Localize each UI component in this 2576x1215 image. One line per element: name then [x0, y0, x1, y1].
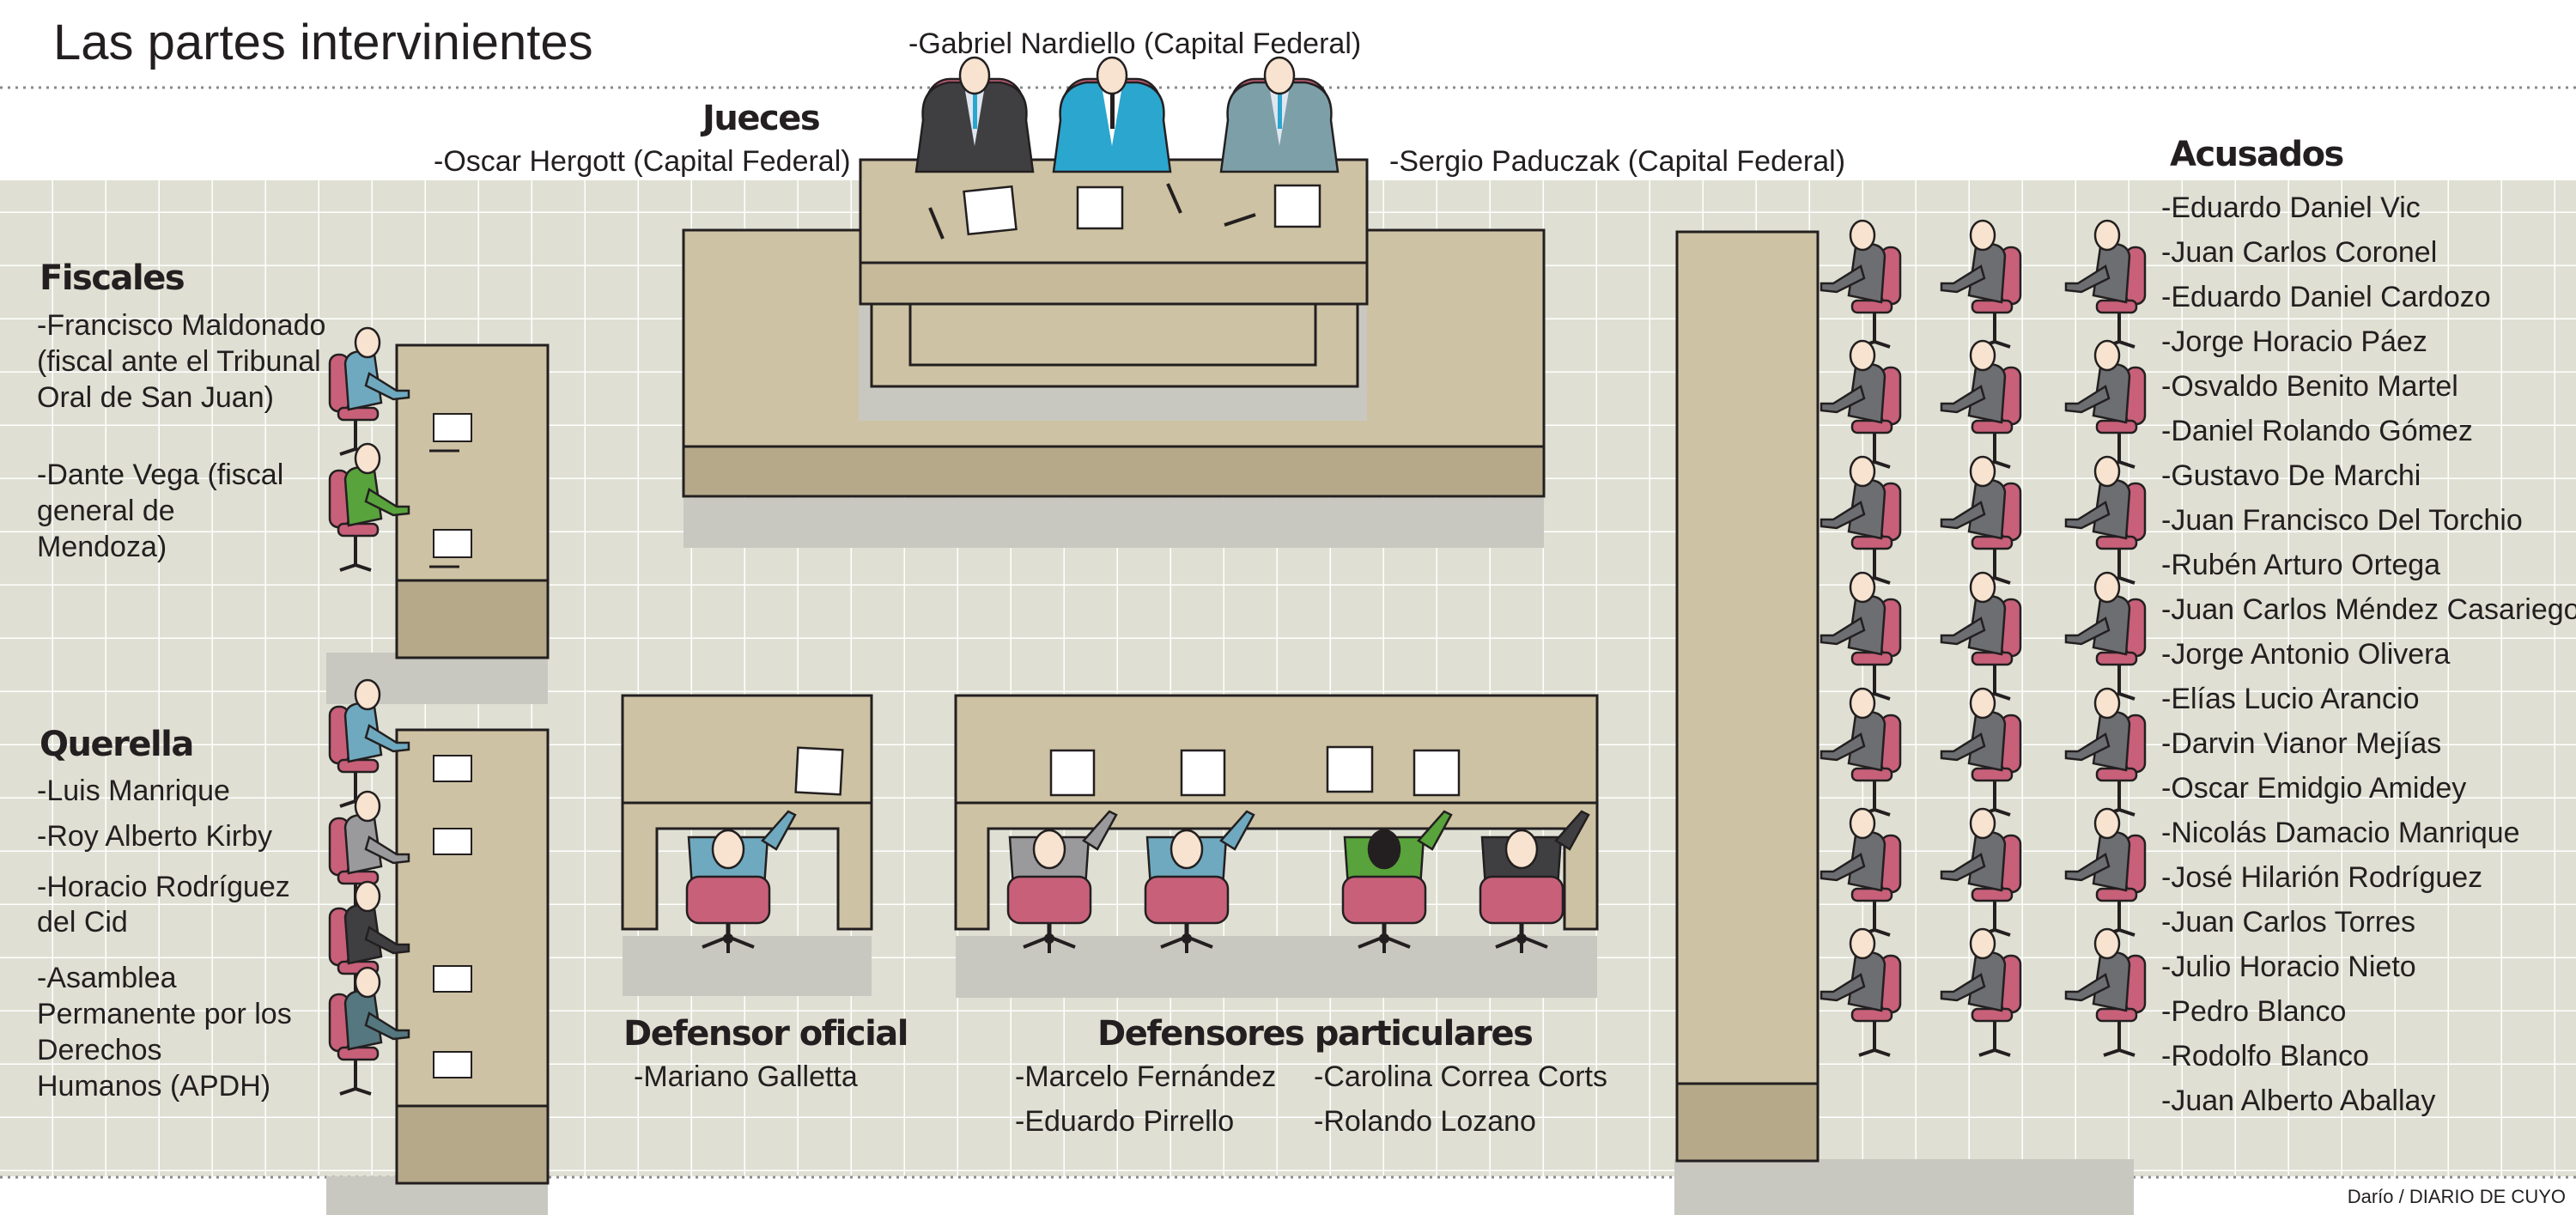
- prosecutor-line: Mendoza): [37, 531, 167, 563]
- defendant-name: -Osvaldo Benito Martel: [2161, 370, 2458, 403]
- defendant-figure: [1820, 339, 1902, 469]
- defendants-dock: [1674, 230, 2134, 1215]
- defendant-name: -Jorge Horacio Páez: [2161, 325, 2427, 358]
- plaintiffs-desk: [326, 728, 550, 1215]
- defendant-figure: [2064, 807, 2147, 937]
- defendant-name: -Jorge Antonio Olivera: [2161, 638, 2451, 671]
- plaintiffs-heading: Querella: [39, 725, 194, 764]
- defendant-figure: [1820, 927, 1902, 1057]
- defendant-figure: [2064, 339, 2147, 469]
- private-defender-name: -Carolina Correa Corts: [1314, 1060, 1607, 1093]
- defendant-figure: [2064, 455, 2147, 585]
- defendant-figure: [2064, 927, 2147, 1057]
- prosecutor-figure: [328, 326, 410, 456]
- prosecutor-line: -Dante Vega (fiscal: [37, 459, 284, 491]
- private-defender-figure: [1341, 810, 1453, 953]
- defendant-name: -Daniel Rolando Gómez: [2161, 415, 2473, 447]
- defendant-name: -Juan Carlos Coronel: [2161, 236, 2438, 269]
- defendant-name: -Juan Alberto Aballay: [2161, 1084, 2436, 1117]
- plaintiff-line: -Roy Alberto Kirby: [37, 820, 272, 853]
- defendant-figure: [1820, 455, 1902, 585]
- defendant-name: -Gustavo De Marchi: [2161, 459, 2421, 492]
- prosecutor-figure: [328, 442, 410, 572]
- plaintiff-figure: [328, 880, 410, 1010]
- defendant-name: -Eduardo Daniel Vic: [2161, 191, 2421, 224]
- private-defender-figure: [1479, 810, 1590, 953]
- judge-center-figure: [1052, 56, 1172, 173]
- defendant-name: -Darvin Vianor Mejías: [2161, 727, 2442, 760]
- defendant-name: -Julio Horacio Nieto: [2161, 951, 2416, 983]
- plaintiff-line: Humanos (APDH): [37, 1070, 271, 1103]
- prosecutor-line: [37, 416, 325, 457]
- public-defender-desk: [621, 694, 873, 996]
- seated-figures: [328, 219, 2147, 1096]
- prosecutor-line: general de: [37, 495, 175, 527]
- defendant-figure: [1940, 339, 2022, 469]
- prosecutors-desk: [326, 343, 550, 704]
- defendant-figure: [2064, 219, 2147, 349]
- prosecutors-heading: Fiscales: [39, 258, 185, 298]
- defendant-figure: [1820, 571, 1902, 701]
- plaintiff-line: -Asamblea: [37, 962, 177, 994]
- private-defenders-desk: [954, 694, 1599, 998]
- judge-center-name: -Gabriel Nardiello (Capital Federal): [908, 27, 1362, 60]
- private-defender-figure: [1006, 810, 1118, 953]
- plaintiff-line: -Horacio Rodríguez: [37, 871, 290, 903]
- defendant-figure: [1820, 807, 1902, 937]
- defendant-name: -Rodolfo Blanco: [2161, 1040, 2369, 1072]
- prosecutor-line: -Francisco Maldonado: [37, 309, 326, 342]
- prosecutor-line: Oral de San Juan): [37, 381, 274, 414]
- defendant-name: -Nicolás Damacio Manrique: [2161, 817, 2520, 849]
- judges-heading: Jueces: [702, 99, 821, 138]
- defendant-figure: [1940, 219, 2022, 349]
- public-defender-name: -Mariano Galletta: [634, 1060, 858, 1093]
- defendant-name: -Pedro Blanco: [2161, 995, 2347, 1028]
- judge-right-figure: [1219, 56, 1340, 173]
- public-defender-figure: [685, 810, 797, 953]
- defendant-figure: [1940, 687, 2022, 817]
- prosecutor-line: (fiscal ante el Tribunal: [37, 345, 321, 378]
- prosecutors-list: -Francisco Maldonado (fiscal ante el Tri…: [37, 307, 325, 565]
- private-defender-name: -Eduardo Pirrello: [1015, 1105, 1235, 1138]
- defendant-name: -Juan Carlos Méndez Casariego: [2161, 593, 2576, 626]
- defendant-figure: [2064, 571, 2147, 701]
- plaintiff-line: Derechos: [37, 1034, 162, 1066]
- defendant-figure: [1940, 807, 2022, 937]
- defendant-name: -Juan Carlos Torres: [2161, 906, 2416, 939]
- defendant-figure: [1940, 571, 2022, 701]
- defendant-name: -Eduardo Daniel Cardozo: [2161, 281, 2491, 313]
- plaintiff-line: del Cid: [37, 906, 128, 939]
- defendant-name: -Oscar Emidgio Amidey: [2161, 772, 2467, 805]
- private-defender-name: -Marcelo Fernández: [1015, 1060, 1277, 1093]
- public-defender-heading: Defensor oficial: [623, 1014, 909, 1054]
- plaintiff-line: Permanente por los: [37, 998, 292, 1030]
- plaintiff-line: -Luis Manrique: [37, 775, 230, 807]
- credit-line: Darío / DIARIO DE CUYO: [2347, 1186, 2566, 1207]
- defendants-heading: Acusados: [2170, 135, 2344, 174]
- defendant-name: -José Hilarión Rodríguez: [2161, 861, 2483, 894]
- judges-bench: [682, 158, 1546, 548]
- defendant-name: -Rubén Arturo Ortega: [2161, 549, 2441, 581]
- private-defenders-heading: Defensores particulares: [1097, 1014, 1534, 1054]
- defendant-figure: [1820, 219, 1902, 349]
- judge-right-name: -Sergio Paduczak (Capital Federal): [1389, 145, 1846, 178]
- defendant-name: -Juan Francisco Del Torchio: [2161, 504, 2523, 537]
- page-title: Las partes intervinientes: [53, 15, 593, 70]
- defendants-list: -Eduardo Daniel Vic -Juan Carlos Coronel -…: [2161, 185, 2576, 1123]
- defendant-figure: [1940, 455, 2022, 585]
- plaintiff-figure: [328, 790, 410, 920]
- defendant-figure: [2064, 687, 2147, 817]
- private-defender-figure: [1144, 810, 1255, 953]
- defendant-figure: [1820, 687, 1902, 817]
- judge-left-figure: [914, 56, 1035, 173]
- plaintiff-figure: [328, 678, 410, 808]
- judge-left-name: -Oscar Hergott (Capital Federal): [434, 145, 851, 178]
- defendant-figure: [1940, 927, 2022, 1057]
- defendant-name: -Elías Lucio Arancio: [2161, 683, 2420, 715]
- private-defender-name: -Rolando Lozano: [1314, 1105, 1536, 1138]
- plaintiff-figure: [328, 966, 410, 1096]
